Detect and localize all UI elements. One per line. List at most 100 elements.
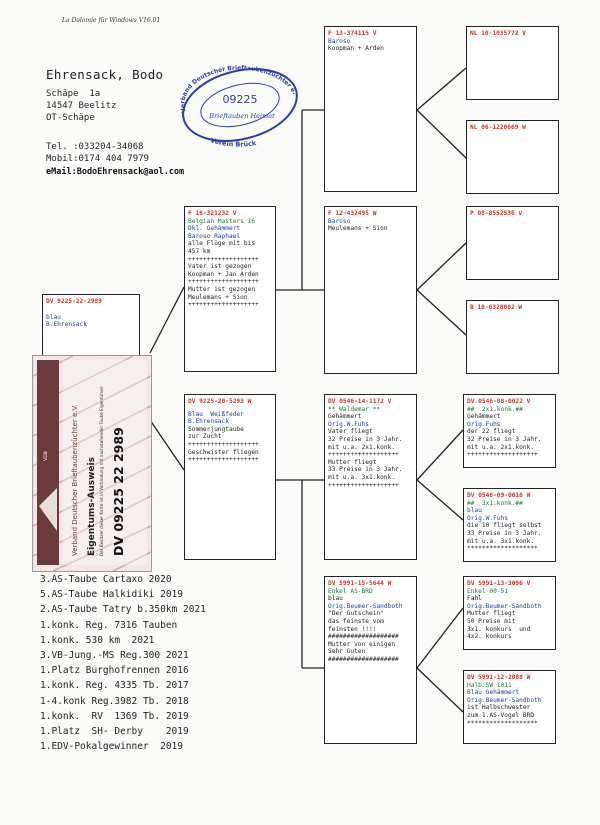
grandfather-maternal-box[interactable]: DV 0546-14-1172 V ** Waldemar ** Gehämme… [324,394,417,560]
ggp-line: 3x1. konkurs und [467,625,531,633]
card-title: Eigentums-Ausweis [87,457,97,556]
ggp-ring: B 10-6328802 W [470,304,523,311]
father-line: Koopman + Jan Arden [188,270,259,278]
mother-line: Blau Weißfeder [188,410,244,418]
ggp-box[interactable]: DV 0546-08-0022 V ## 2x1.konk.## Gehämme… [463,394,556,468]
gp-line: ################### [328,633,399,641]
stamp-text-mid: Brieftauben Heimat [208,112,275,120]
ggp-ring: NL 10-1035772 V [470,30,526,37]
gp-line: ** Waldemar ** [328,405,381,413]
mother-line: B.Ehrensack [188,418,229,426]
gp-line: Meulemans + Sion [328,225,388,233]
gp-line: Gehämmert [328,413,362,421]
mother-line: +++++++++++++++++++ [188,456,259,464]
ggp-ring: DV 0546-09-0010 W [467,492,531,499]
subject-box[interactable]: DV 9225-22-2989 blau B.Ehrensack [42,294,140,364]
ggp-box[interactable]: NL 10-1035772 V [466,26,559,100]
ggp-line: Halb.SW 1011 [467,681,512,689]
ggp-line: die 10 fliegt selbst [467,522,542,530]
ggp-line: mit u.a. 3x1.konk. [467,537,535,545]
ggp-line: ## 2x1.konk.## [467,405,523,413]
achievement-item: 1.konk. 530 km 2021 [40,634,155,646]
ggp-box[interactable]: B 10-6328802 W [466,300,559,374]
club-stamp: Verband Deutscher Brieftaubenzüchter e.V… [170,60,298,149]
ggp-line: Gehämmert [467,413,501,421]
ggp-line: ******************* [467,719,538,727]
ggp-line: ******************* [467,545,538,553]
card-org: Verband Deutscher Brieftaubenzüchter e.V… [71,404,79,556]
gp-line: 33 Preise in 3 Jahr. [328,466,403,474]
mother-box[interactable]: DV 9225-20-5293 W Blau Weißfeder B.Ehren… [184,394,276,560]
ggp-ring: DV 5991-12-2088 W [467,674,531,681]
owner-email[interactable]: eMail:BodoEhrensack@aol.com [46,167,185,177]
owner-street: Schäpe 1a [46,89,101,99]
gp-line: "Der Gutschein" [328,610,384,618]
father-line: Vater ist gezogen [188,263,252,271]
grandfather-paternal-box[interactable]: F 13-374115 V Baroso Koopman + Arden [324,26,417,192]
ggp-line: 4x2. konkurs [467,633,512,641]
achievement-item: 3.VB-Jung.-MS Reg.300 2021 [40,650,189,662]
ggp-box[interactable]: NL 06-1220669 W [466,120,559,194]
achievement-item: 1.konk. RV 1369 Tb. 2019 [40,710,189,722]
gp-line: +++++++++++++++++++ [328,451,399,459]
ggp-line: 32 Preise in 3 Jahr. [467,435,542,443]
ggp-line: der 22 fliegt [467,428,516,436]
father-line: 457 km [188,247,211,255]
father-ring: F 16-321232 V [188,210,237,217]
ggp-line: Orig.Beumer-Sandboth [467,696,542,704]
ggp-box[interactable]: DV 5991-12-2088 W Halb.SW 1011 Blau Gehä… [463,670,556,744]
owner-tel: Tel. :033204-34068 [46,142,144,152]
ggp-line: mit u.a. 2x1.konk. [467,443,535,451]
ggp-line: Fahl [467,595,482,603]
father-line: Mutter ist gezogen [188,285,256,293]
achievement-item: 1.konk. Reg. 4335 Tb. 2017 [40,680,189,692]
owner-mobil: Mobil:0174 404 7979 [46,154,149,164]
mother-ring: DV 9225-20-5293 W [188,398,252,405]
gp-line: Mutter von einigen [328,640,396,648]
ggp-line: blau [467,507,482,515]
gp-line: Enkel AS-BRD [328,587,373,595]
achievement-item: 1-4.konk Reg.3982 Tb. 2018 [40,695,189,707]
owner-name: Ehrensack, Bodo [46,67,164,82]
father-line: Baroso Raphael [188,232,241,240]
gp-line: ################### [328,655,399,663]
ggp-line: +++++++++++++++++++ [467,451,538,459]
mother-line: Sommerjungtaube [188,425,244,433]
gp-line: das feinste vom [328,617,384,625]
gp-line: Baroso [328,37,351,45]
grandmother-maternal-box[interactable]: DV 5991-15-5644 W Enkel AS-BRD blau Orig… [324,576,417,744]
svg-text:VDB: VDB [43,451,49,461]
grandmother-paternal-box[interactable]: F 12-432495 W Baroso Meulemans + Sion [324,206,417,374]
subject-ring: DV 9225-22-2989 [46,298,102,305]
owner-city: 14547 Beelitz [46,101,117,111]
ggp-line: Orig.Fuhs [467,420,501,428]
ggp-box[interactable]: P 08-8552536 V [466,206,559,280]
ggp-ring: P 08-8552536 V [470,210,523,217]
ggp-box[interactable]: DV 5991-13-3096 V Enkel 00-51 Fahl Orig.… [463,576,556,650]
achievement-item: 1.konk. Reg. 7316 Tauben [40,619,178,631]
gp-line: Koopman + Arden [328,45,384,53]
ownership-card: VDB Verband Deutscher Brieftaubenzüchter… [32,355,152,572]
ggp-ring: DV 0546-08-0022 V [467,398,531,405]
father-box[interactable]: F 16-321232 V Belgian Masters 16 Dkl. Ge… [184,206,276,372]
achievement-item: 3.AS-Taube Cartaxo 2020 [40,574,172,585]
gp-line: Baroso [328,217,351,225]
achievement-item: 5.AS-Taube Halkidiki 2019 [40,589,183,601]
subject-color: blau [46,313,61,321]
ggp-line: 33 Preise in 3 Jahr. [467,529,542,537]
ggp-line: ## 3x1.konk.## [467,499,523,507]
ggp-ring: NL 06-1220669 W [470,124,526,131]
ggp-box[interactable]: DV 0546-09-0010 W ## 3x1.konk.## blau Or… [463,488,556,562]
gp-ring: F 13-374115 V [328,30,377,37]
card-ring: DV 09225 22 2989 [110,427,126,556]
gp-ring: DV 0546-14-1172 V [328,398,392,405]
father-line: Belgian Masters 16 [188,217,256,225]
stamp-number: 09225 [223,93,258,106]
father-line: +++++++++++++++++++ [188,301,259,309]
gp-line: mit u.a. 3x1.konk. [328,473,396,481]
gp-line: blau [328,595,343,603]
father-line: alle Flüge mit bis [188,240,256,248]
gp-line: mit u.a. 2x1.konk. [328,443,396,451]
card-note: Der Besitzer dieser Karte ist in Verbind… [99,385,104,557]
